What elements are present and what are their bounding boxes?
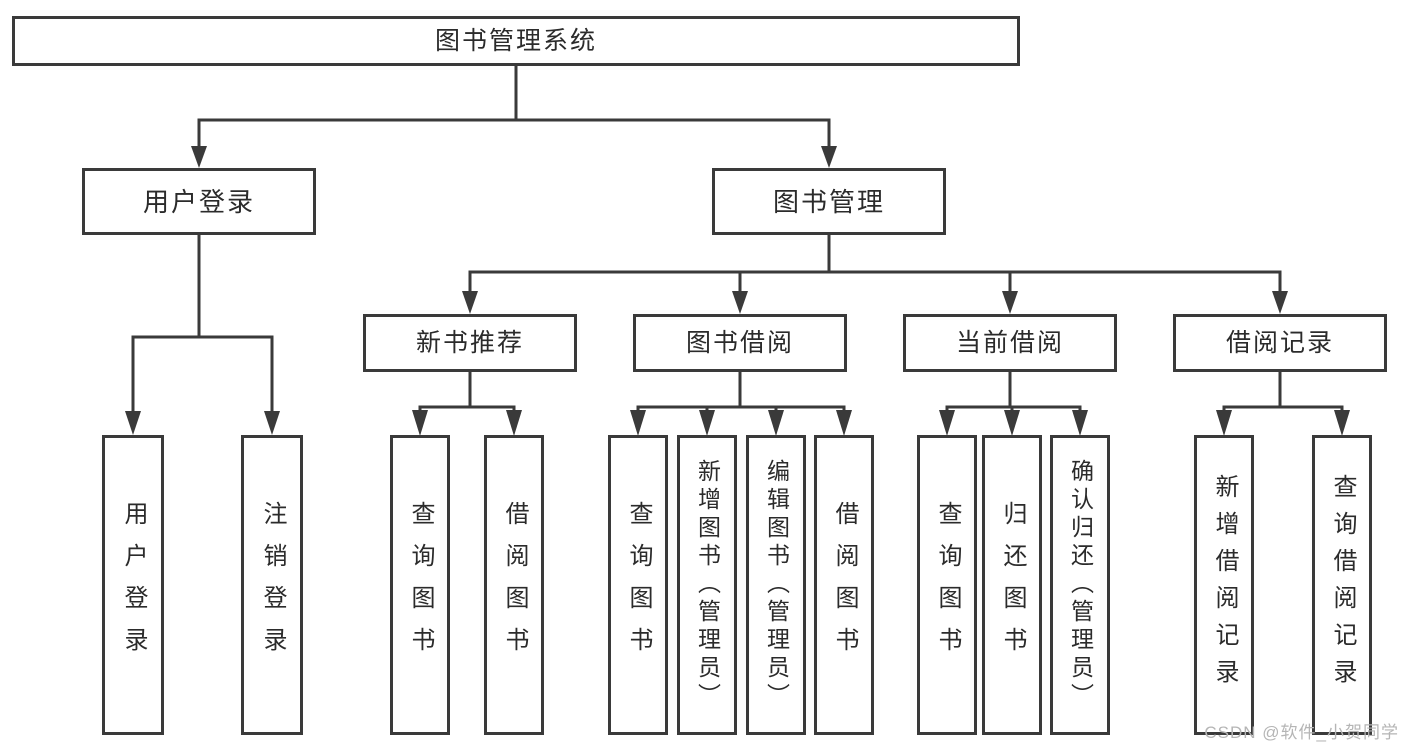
node-book-management: 图书管理: [712, 168, 946, 235]
leaf-logout: 注销登录: [241, 435, 303, 735]
leaf-borrowing-borrow-books: 借阅图书: [814, 435, 874, 735]
leaf-current-return-books: 归还图书: [982, 435, 1042, 735]
watermark-text: CSDN @软件_小贺同学: [1204, 723, 1399, 742]
leaf-borrowing-add-books-admin: 新增图书（管理员）: [677, 435, 737, 735]
leaf-current-query-books: 查询图书: [917, 435, 977, 735]
leaf-newbooks-borrow-books: 借阅图书: [484, 435, 544, 735]
node-borrowing-records: 借阅记录: [1173, 314, 1387, 372]
arrowheads: [125, 146, 1350, 436]
leaf-records-add-record: 新增借阅记录: [1194, 435, 1254, 735]
leaf-current-confirm-return-admin: 确认归还（管理员）: [1050, 435, 1110, 735]
node-user-login: 用户登录: [82, 168, 316, 235]
leaf-user-login: 用户登录: [102, 435, 164, 735]
node-current-borrowing: 当前借阅: [903, 314, 1117, 372]
leaf-records-query-record: 查询借阅记录: [1312, 435, 1372, 735]
node-new-book-recommendation: 新书推荐: [363, 314, 577, 372]
node-book-borrowing: 图书借阅: [633, 314, 847, 372]
leaf-borrowing-query-books: 查询图书: [608, 435, 668, 735]
leaf-borrowing-edit-books-admin: 编辑图书（管理员）: [746, 435, 806, 735]
node-library-management-system: 图书管理系统: [12, 16, 1020, 66]
leaf-newbooks-query-books: 查询图书: [390, 435, 450, 735]
